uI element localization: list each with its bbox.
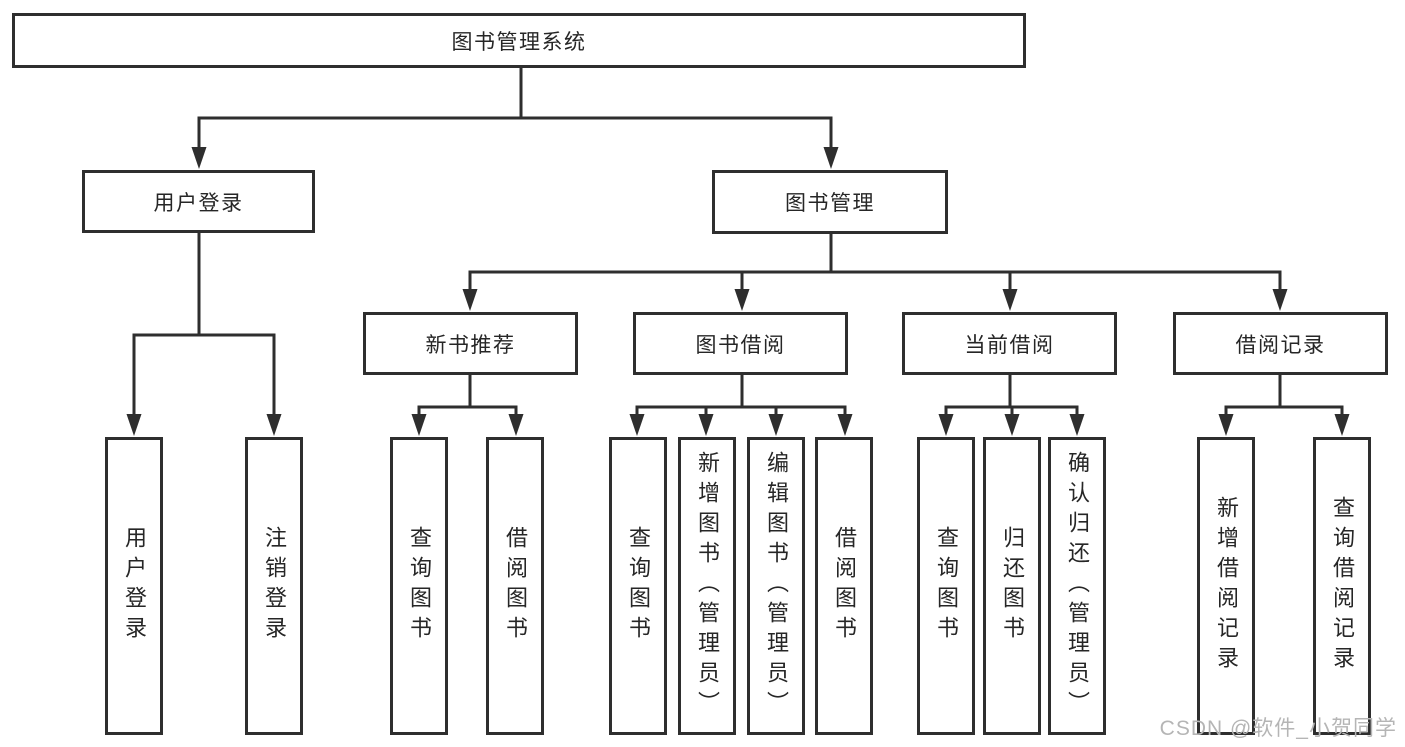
node-book-management: 图书管理 — [712, 170, 948, 234]
node-leaf-confirm-return-admin: 确认归还（管理员） — [1048, 437, 1106, 735]
node-new-book-recommend: 新书推荐 — [363, 312, 578, 375]
node-leaf-logout: 注销登录 — [245, 437, 303, 735]
node-borrow-records: 借阅记录 — [1173, 312, 1388, 375]
node-leaf-query-books-recommend: 查询图书 — [390, 437, 448, 735]
node-leaf-borrow-books-recommend: 借阅图书 — [486, 437, 544, 735]
leaf-label: 归还图书 — [1000, 526, 1025, 646]
leaf-label: 注销登录 — [262, 526, 287, 646]
node-library-management-system: 图书管理系统 — [12, 13, 1026, 68]
leaf-label: 查询图书 — [407, 526, 432, 646]
leaf-label: 确认归还（管理员） — [1065, 451, 1090, 721]
node-leaf-return-books: 归还图书 — [983, 437, 1041, 735]
leaf-label: 新增借阅记录 — [1214, 496, 1239, 676]
node-leaf-query-borrow-record: 查询借阅记录 — [1313, 437, 1371, 735]
node-leaf-add-borrow-record: 新增借阅记录 — [1197, 437, 1255, 735]
leaf-label: 借阅图书 — [503, 526, 528, 646]
leaf-label: 新增图书（管理员） — [695, 451, 720, 721]
leaf-label: 查询图书 — [934, 526, 959, 646]
node-leaf-user-login: 用户登录 — [105, 437, 163, 735]
node-leaf-add-books-admin: 新增图书（管理员） — [678, 437, 736, 735]
node-leaf-borrow-books: 借阅图书 — [815, 437, 873, 735]
node-leaf-query-books-current: 查询图书 — [917, 437, 975, 735]
node-book-borrow: 图书借阅 — [633, 312, 848, 375]
node-leaf-query-books-borrow: 查询图书 — [609, 437, 667, 735]
leaf-label: 借阅图书 — [832, 526, 857, 646]
csdn-watermark: CSDN @软件_小贺同学 — [1159, 717, 1397, 740]
node-user-login: 用户登录 — [82, 170, 315, 233]
leaf-label: 用户登录 — [122, 526, 147, 646]
leaf-label: 查询图书 — [626, 526, 651, 646]
node-current-borrow: 当前借阅 — [902, 312, 1117, 375]
leaf-label: 编辑图书（管理员） — [764, 451, 789, 721]
leaf-label: 查询借阅记录 — [1330, 496, 1355, 676]
node-leaf-edit-books-admin: 编辑图书（管理员） — [747, 437, 805, 735]
